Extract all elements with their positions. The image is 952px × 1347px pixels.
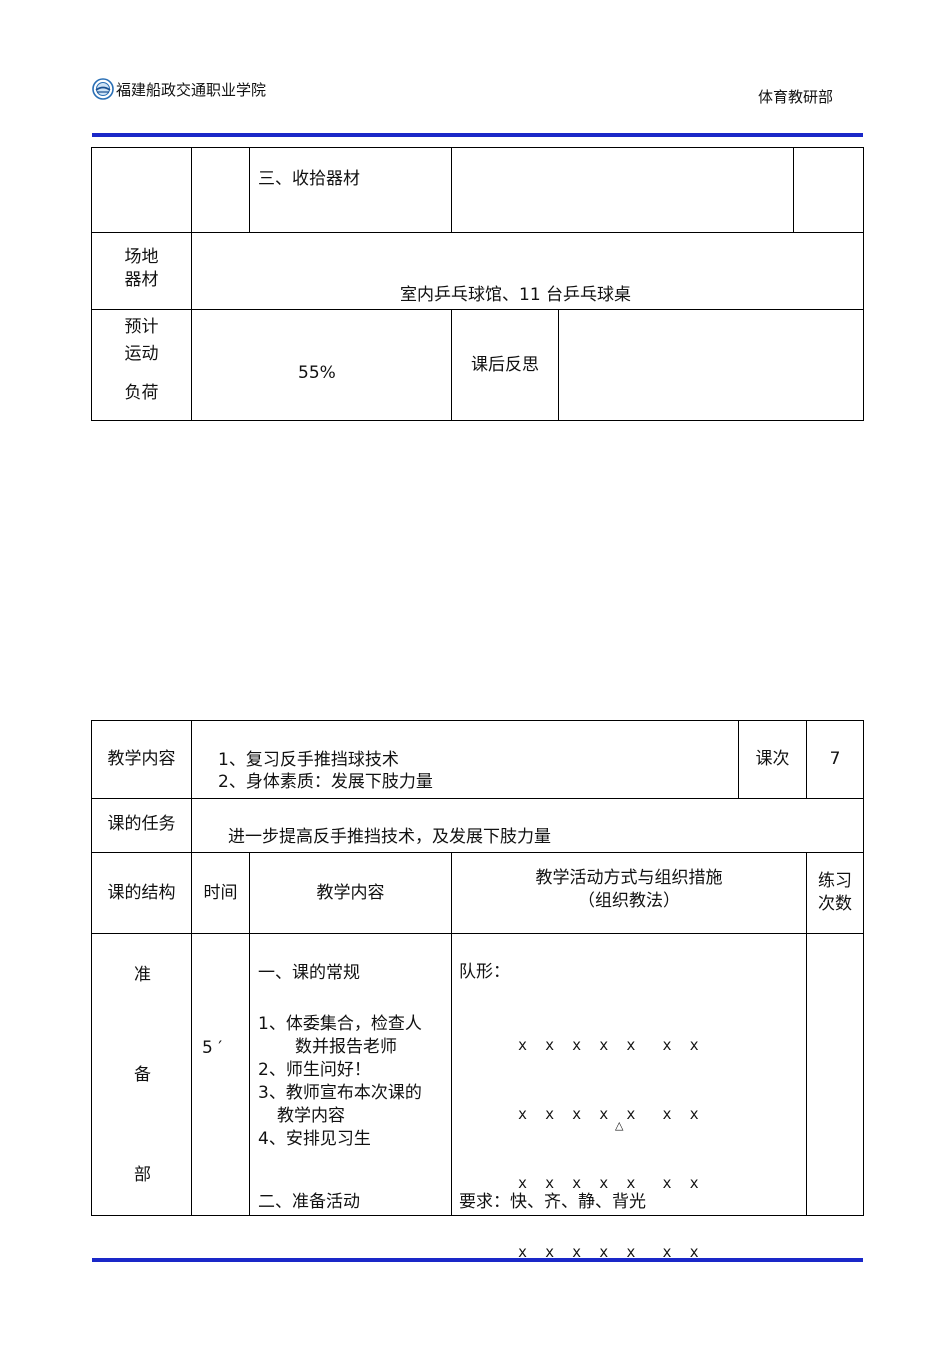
formation-row: x x x x x x x <box>518 1105 699 1123</box>
venue-value: 室内乒乓球馆、11 台乒乓球桌 <box>400 285 632 305</box>
page-header-school: 福建船政交通职业学院 <box>92 78 266 100</box>
practice-count-cell <box>806 933 864 1216</box>
formation-row: x x x x x x x <box>518 1036 699 1054</box>
load-label-line1: 预计 <box>124 317 159 337</box>
header-practice-line2: 次数 <box>818 894 852 914</box>
header-practice-line1: 练习 <box>818 871 852 891</box>
header-practice-cell: 练习 次数 <box>806 852 864 934</box>
load-value: 55% <box>298 363 336 383</box>
cell-empty <box>191 147 250 233</box>
section-cell: 准 备 部 <box>91 933 192 1216</box>
venue-value-cell: 室内乒乓球馆、11 台乒乓球桌 <box>191 232 864 310</box>
task-value: 进一步提高反手推挡技术，及发展下肢力量 <box>228 827 551 847</box>
venue-label-line2: 器材 <box>124 270 159 290</box>
time-cell: 5 ′ <box>191 933 250 1216</box>
header-structure-cell: 课的结构 <box>91 852 192 934</box>
content-item-1: 1、复习反手推挡球技术 <box>218 750 399 770</box>
content-value-cell: 1、复习反手推挡球技术 2、身体素质：发展下肢力量 <box>191 720 739 799</box>
formation-grid: x x x x x x x x x x x x x x x x x x x x … <box>518 988 699 1310</box>
load-value-cell: 55% <box>191 309 452 421</box>
header-structure: 课的结构 <box>107 882 176 903</box>
task-label-cell: 课的任务 <box>91 798 192 853</box>
routine-item: 3、教师宣布本次课的 <box>258 1083 422 1103</box>
item-clean-equipment: 三、收拾器材 <box>258 169 360 189</box>
section-char-3: 部 <box>134 1165 151 1185</box>
cell-empty <box>793 147 864 233</box>
lesson-label-cell: 课次 <box>738 720 807 799</box>
routine-item: 教学内容 <box>277 1106 345 1126</box>
lesson-value-cell: 7 <box>806 720 864 799</box>
lesson-plan-table: 教学内容 1、复习反手推挡球技术 2、身体素质：发展下肢力量 课次 7 课的任务… <box>91 720 864 1261</box>
cell-item3: 三、收拾器材 <box>249 147 452 233</box>
lesson-label: 课次 <box>755 749 790 769</box>
load-label-line3: 负荷 <box>124 383 159 403</box>
cell-empty <box>451 147 794 233</box>
formation-row: x x x x x x x <box>518 1174 699 1192</box>
requirement-text: 要求：快、齐、静、背光 <box>459 1192 646 1212</box>
routine-item: 2、师生问好！ <box>258 1060 371 1080</box>
routine-item: 4、安排见习生 <box>258 1129 371 1149</box>
load-label-line2: 运动 <box>124 344 159 364</box>
section-char-2: 备 <box>134 1065 151 1085</box>
formation-label: 队形： <box>459 962 510 982</box>
header-activity-line2: （组织教法） <box>578 891 680 911</box>
activity-cell: 队形： x x x x x x x x x x x x x x x x x x … <box>451 933 807 1261</box>
section-char-1: 准 <box>134 965 151 985</box>
routine-item: 1、体委集合，检查人 <box>258 1014 422 1034</box>
header-time: 时间 <box>203 882 238 903</box>
cell-empty <box>91 147 192 233</box>
content-label: 教学内容 <box>107 749 176 769</box>
header-time-cell: 时间 <box>191 852 250 934</box>
warmup-title: 二、准备活动 <box>258 1192 360 1212</box>
header-content: 教学内容 <box>316 882 385 903</box>
header-content-cell: 教学内容 <box>249 852 452 934</box>
footer-rule <box>92 1258 863 1262</box>
department-name: 体育教研部 <box>758 88 834 106</box>
task-label: 课的任务 <box>107 814 176 834</box>
header-rule <box>92 133 863 137</box>
routine-list: 1、体委集合，检查人 数并报告老师 2、师生问好！ 3、教师宣布本次课的 教学内… <box>258 1013 448 1151</box>
routine-item: 数并报告老师 <box>295 1037 397 1057</box>
venue-label-line1: 场地 <box>124 247 159 267</box>
time-value: 5 ′ <box>202 1038 223 1058</box>
school-name: 福建船政交通职业学院 <box>116 80 267 99</box>
routine-title: 一、课的常规 <box>258 963 360 983</box>
load-label-cell: 预计 运动 负荷 <box>91 309 192 421</box>
venue-label-cell: 场地 器材 <box>91 232 192 310</box>
teacher-position-mark: △ <box>615 1119 624 1132</box>
reflection-value-cell <box>558 309 864 421</box>
formation-row: x x x x x x x <box>518 1243 699 1261</box>
reflection-label-cell: 课后反思 <box>451 309 559 421</box>
school-emblem-icon <box>92 78 114 100</box>
teaching-content-cell: 一、课的常规 1、体委集合，检查人 数并报告老师 2、师生问好！ 3、教师宣布本… <box>249 933 452 1216</box>
lesson-plan-table-continued: 三、收拾器材 场地 器材 室内乒乓球馆、11 台乒乓球桌 预计 运动 负荷 55… <box>91 147 864 421</box>
lesson-value: 7 <box>829 749 841 769</box>
content-item-2: 2、身体素质：发展下肢力量 <box>218 772 433 792</box>
header-activity-cell: 教学活动方式与组织措施 （组织教法） <box>451 852 807 934</box>
reflection-label: 课后反思 <box>471 354 539 375</box>
header-activity-line1: 教学活动方式与组织措施 <box>535 868 723 888</box>
task-value-cell: 进一步提高反手推挡技术，及发展下肢力量 <box>191 798 864 853</box>
content-label-cell: 教学内容 <box>91 720 192 799</box>
